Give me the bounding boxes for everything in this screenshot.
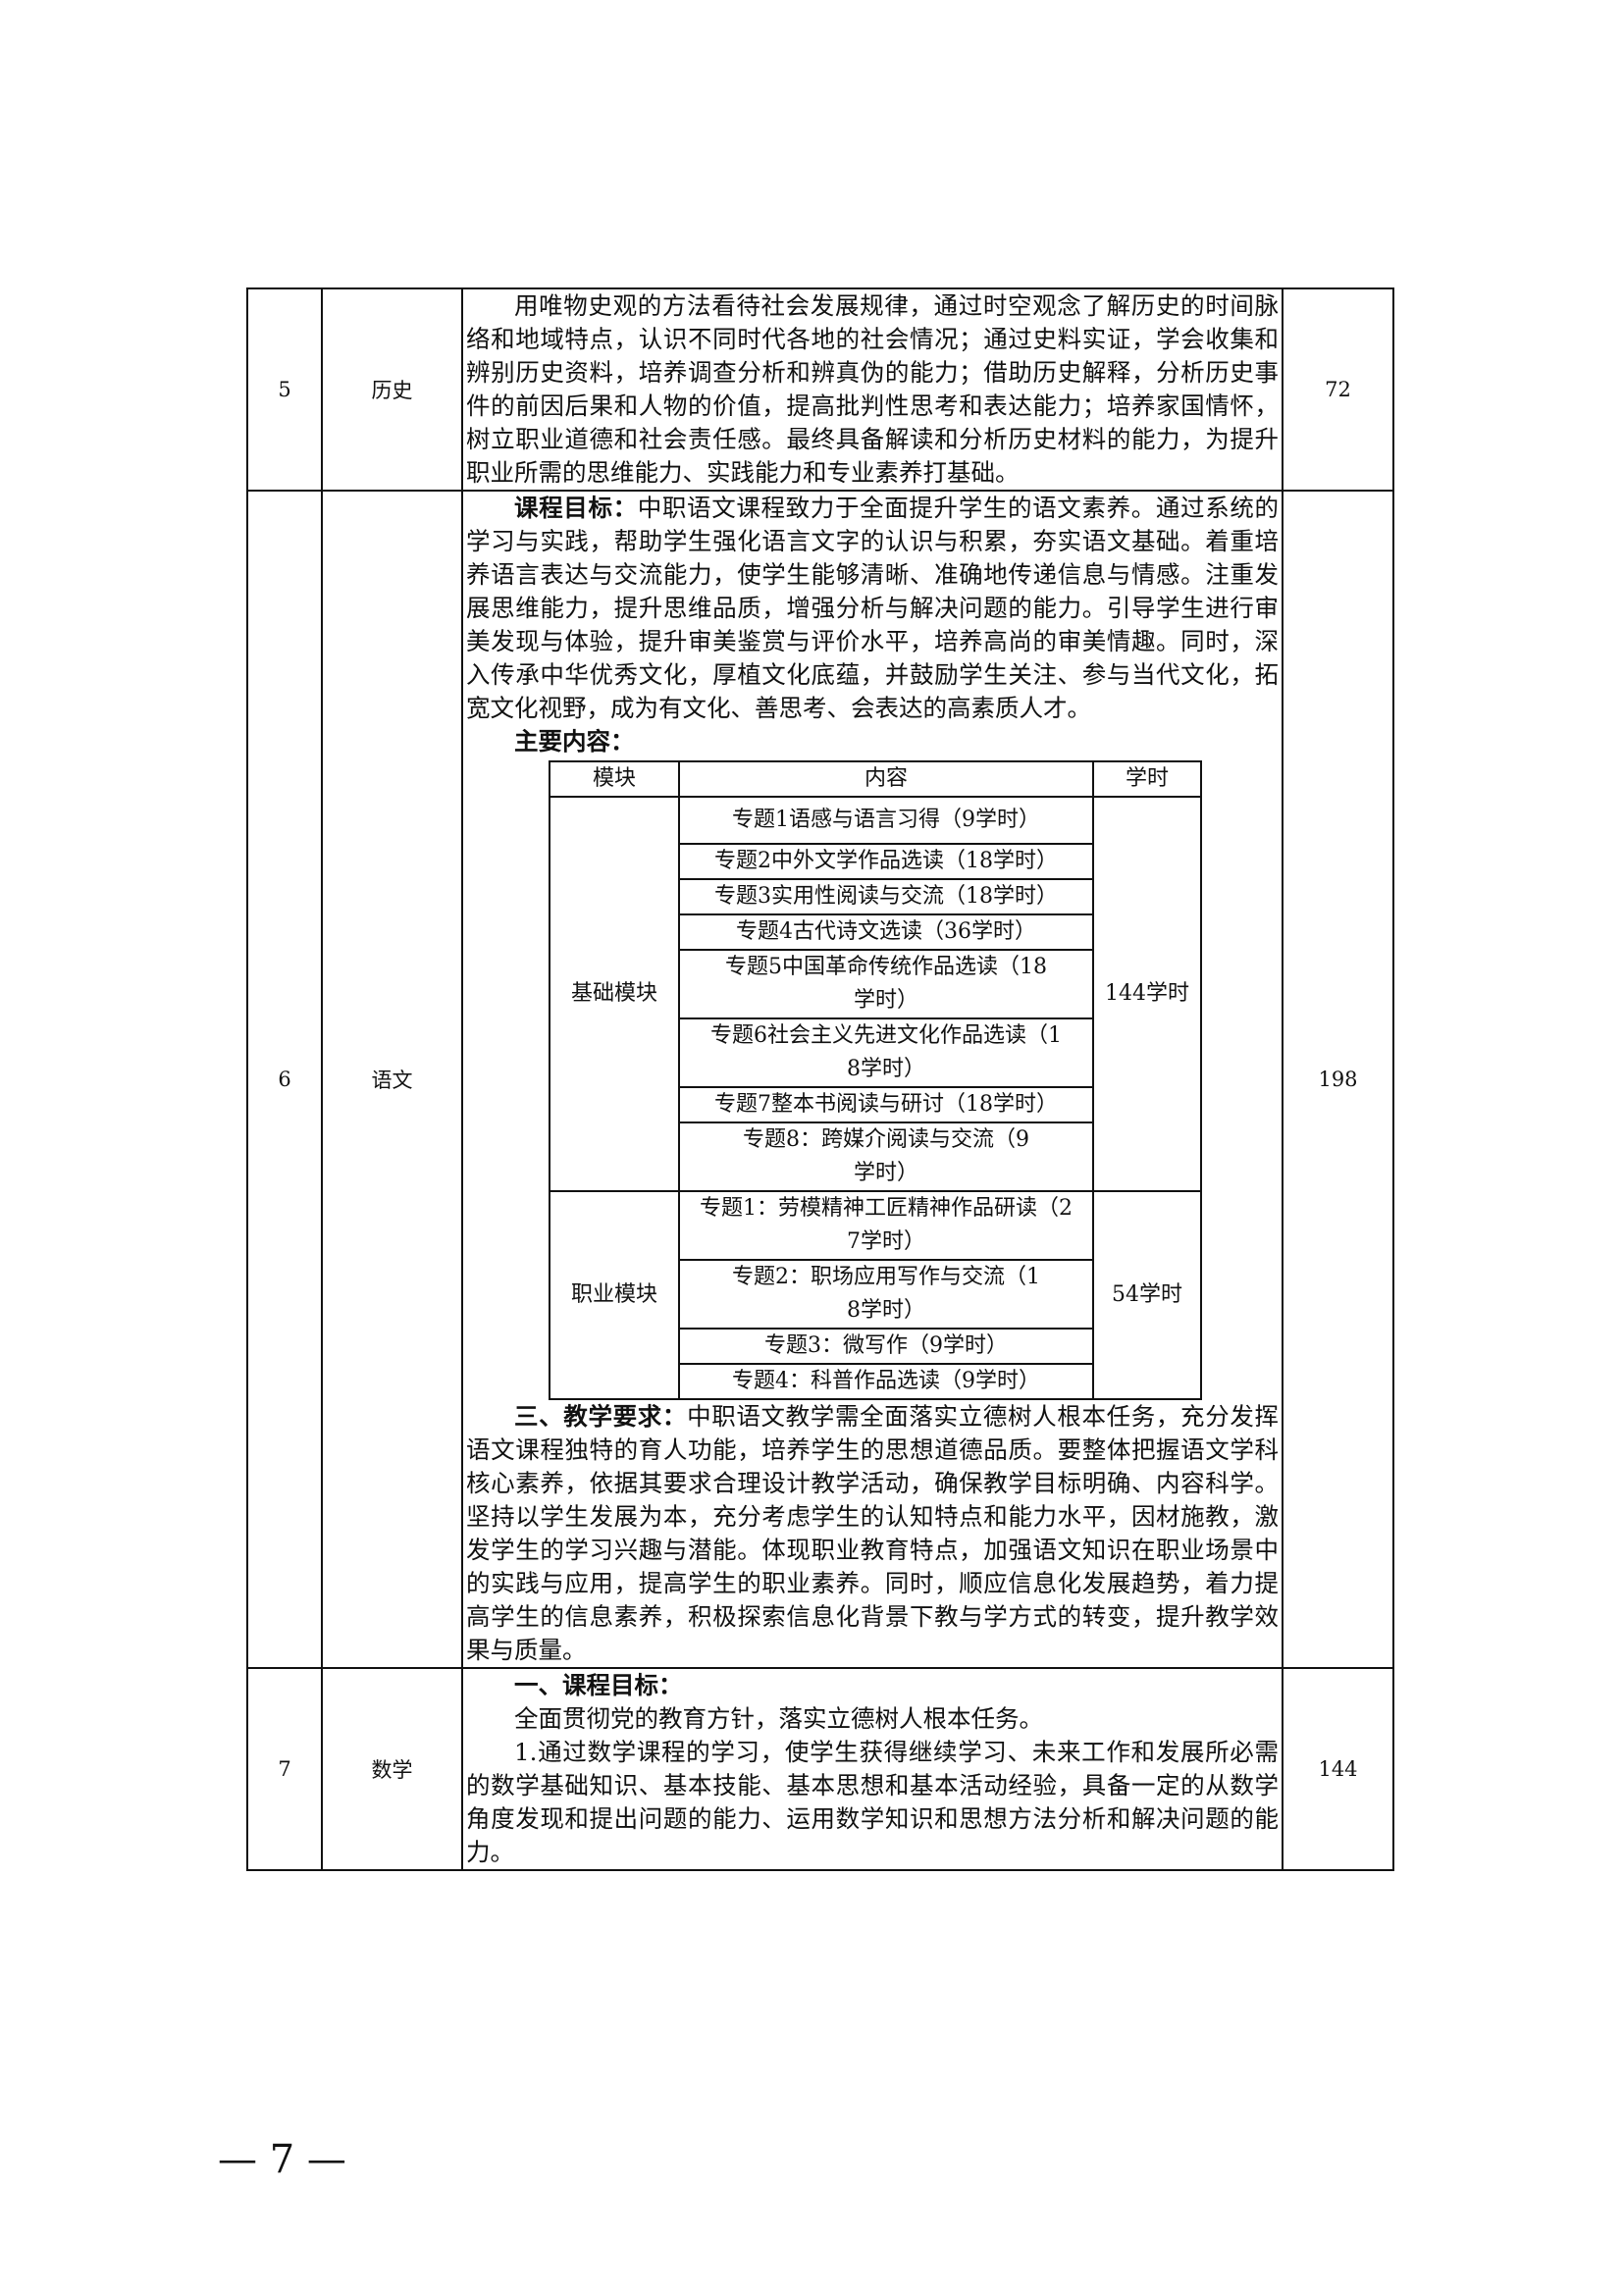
- goal-line: 全面贯彻党的教育方针，落实立德树人根本任务。: [514, 1704, 1043, 1733]
- career-hours: 54学时: [1092, 1190, 1202, 1400]
- subject-name: 数学: [321, 1667, 463, 1871]
- content-label: 主要内容：: [514, 727, 635, 756]
- requirement-text: 中职语文教学需全面落实立德树人根本任务，充分发挥语文课程独特的育人功能，培养学生…: [466, 1402, 1280, 1664]
- course-table: 5 历史 用唯物史观的方法看待社会发展规律，通过时空观念了解历史的时间脉络和地域…: [246, 287, 1394, 1871]
- goal-line: 1.通过数学课程的学习，使学生获得继续学习、未来工作和发展所必需的数学基础知识、…: [466, 1738, 1279, 1866]
- course-hours: 72: [1282, 287, 1394, 492]
- header-module: 模块: [549, 760, 680, 798]
- subject-name: 语文: [321, 490, 463, 1669]
- course-hours: 144: [1282, 1667, 1394, 1871]
- course-hours: 198: [1282, 490, 1394, 1669]
- course-description: 用唯物史观的方法看待社会发展规律，通过时空观念了解历史的时间脉络和地域特点，认识…: [461, 287, 1283, 492]
- topic-item: 专题2：职场应用写作与交流（18学时）: [678, 1259, 1094, 1330]
- topic-item: 专题1语感与语言习得（9学时）: [678, 796, 1094, 845]
- topic-item: 专题3实用性阅读与交流（18学时）: [678, 878, 1094, 915]
- goal-label: 课程目标：: [514, 494, 638, 522]
- requirement-label: 三、教学要求：: [514, 1402, 688, 1431]
- table-row: 7 数学 一、课程目标： 全面贯彻党的教育方针，落实立德树人根本任务。 1.通过…: [246, 1667, 1394, 1871]
- topic-item: 专题4：科普作品选读（9学时）: [678, 1363, 1094, 1400]
- goal-paragraph: 课程目标：中职语文课程致力于全面提升学生的语文素养。通过系统的学习与实践，帮助学…: [466, 492, 1279, 725]
- topic-item: 专题2中外文学作品选读（18学时）: [678, 843, 1094, 880]
- row-number: 6: [246, 490, 323, 1669]
- goal-text: 中职语文课程致力于全面提升学生的语文素养。通过系统的学习与实践，帮助学生强化语言…: [466, 494, 1279, 722]
- row-number: 5: [246, 287, 323, 492]
- page-number: — 7 —: [218, 2137, 346, 2182]
- course-description: 课程目标：中职语文课程致力于全面提升学生的语文素养。通过系统的学习与实践，帮助学…: [461, 490, 1283, 1669]
- header-content: 内容: [678, 760, 1094, 798]
- topic-item: 专题8：跨媒介阅读与交流（9学时）: [678, 1121, 1094, 1192]
- course-description: 一、课程目标： 全面贯彻党的教育方针，落实立德树人根本任务。 1.通过数学课程的…: [461, 1667, 1283, 1871]
- topic-item: 专题4古代诗文选读（36学时）: [678, 913, 1094, 951]
- subject-name: 历史: [321, 287, 463, 492]
- requirement-paragraph: 三、教学要求：中职语文教学需全面落实立德树人根本任务，充分发挥语文课程独特的育人…: [466, 1400, 1279, 1667]
- table-row: 5 历史 用唯物史观的方法看待社会发展规律，通过时空观念了解历史的时间脉络和地域…: [246, 287, 1394, 492]
- header-hours: 学时: [1092, 760, 1202, 798]
- table-row: 6 语文 课程目标：中职语文课程致力于全面提升学生的语文素养。通过系统的学习与实…: [246, 490, 1394, 1669]
- topic-item: 专题7整本书阅读与研讨（18学时）: [678, 1086, 1094, 1123]
- row-number: 7: [246, 1667, 323, 1871]
- topic-item: 专题3：微写作（9学时）: [678, 1328, 1094, 1365]
- goal-label: 一、课程目标：: [514, 1671, 683, 1699]
- basic-hours: 144学时: [1092, 796, 1202, 1192]
- topic-item: 专题1：劳模精神工匠精神作品研读（27学时）: [678, 1190, 1094, 1261]
- module-basic: 基础模块: [549, 796, 680, 1192]
- description-text: 用唯物史观的方法看待社会发展规律，通过时空观念了解历史的时间脉络和地域特点，认识…: [466, 291, 1279, 487]
- module-career: 职业模块: [549, 1190, 680, 1400]
- content-table: 模块内容学时 基础模块专题1语感与语言习得（9学时）144学时 专题2中外文学作…: [549, 760, 1202, 1400]
- topic-item: 专题5中国革命传统作品选读（18学时）: [678, 949, 1094, 1019]
- topic-item: 专题6社会主义先进文化作品选读（18学时）: [678, 1017, 1094, 1088]
